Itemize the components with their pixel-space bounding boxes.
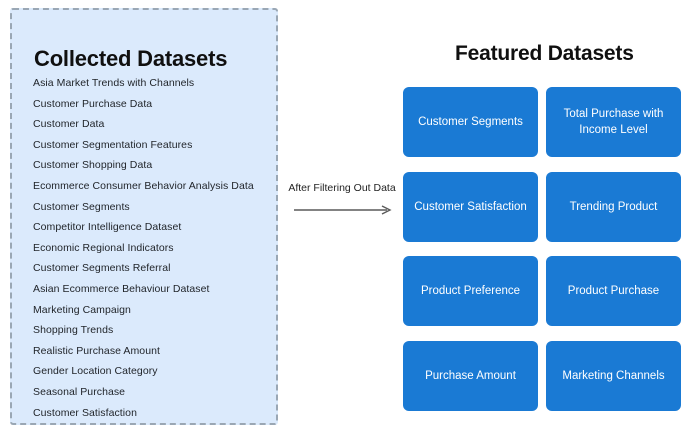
list-item: Economic Regional Indicators — [33, 241, 174, 254]
collected-datasets-list: Asia Market Trends with Channels Custome… — [33, 73, 270, 423]
featured-datasets-title: Featured Datasets — [455, 42, 634, 66]
dataset-card[interactable]: Trending Product — [546, 171, 681, 242]
list-item: Customer Data — [33, 118, 105, 131]
list-item: Marketing Campaign — [33, 303, 131, 316]
list-item: Ecommerce Consumer Behavior Analysis Dat… — [33, 179, 254, 192]
list-item: Shopping Trends — [33, 324, 114, 337]
list-item: Asia Market Trends with Channels — [33, 77, 195, 89]
dataset-card[interactable]: Product Preference — [403, 256, 538, 327]
dataset-card[interactable]: Marketing Channels — [546, 340, 681, 411]
list-item: Competitor Intelligence Dataset — [33, 221, 182, 234]
collected-datasets-title: Collected Datasets — [34, 46, 228, 72]
list-item: Seasonal Purchase — [33, 385, 126, 398]
list-item: Customer Segments — [33, 200, 130, 213]
list-item: Customer Shopping Data — [33, 159, 153, 172]
dataset-card[interactable]: Purchase Amount — [403, 340, 538, 411]
collected-datasets-panel: Collected Datasets Asia Market Trends wi… — [10, 8, 278, 425]
list-item: Customer Purchase Data — [33, 97, 153, 110]
list-item: Customer Segmentation Features — [33, 138, 193, 151]
filter-transition-label: After Filtering Out Data — [288, 182, 396, 194]
dataset-card[interactable]: Product Purchase — [546, 256, 681, 327]
list-item: Realistic Purchase Amount — [33, 344, 160, 357]
list-item: Customer Segments Referral — [33, 262, 171, 275]
list-item: Gender Location Category — [33, 365, 158, 378]
filter-transition: After Filtering Out Data — [286, 182, 398, 222]
dataset-card[interactable]: Total Purchase with Income Level — [546, 87, 681, 157]
dataset-card[interactable]: Customer Segments — [403, 87, 538, 157]
list-item: Asian Ecommerce Behaviour Dataset — [33, 282, 210, 295]
list-item: Customer Satisfaction — [33, 406, 137, 419]
featured-datasets-grid: Customer Segments Total Purchase with In… — [403, 87, 681, 411]
dataset-card[interactable]: Customer Satisfaction — [403, 171, 538, 242]
arrow-right-icon — [294, 203, 392, 221]
